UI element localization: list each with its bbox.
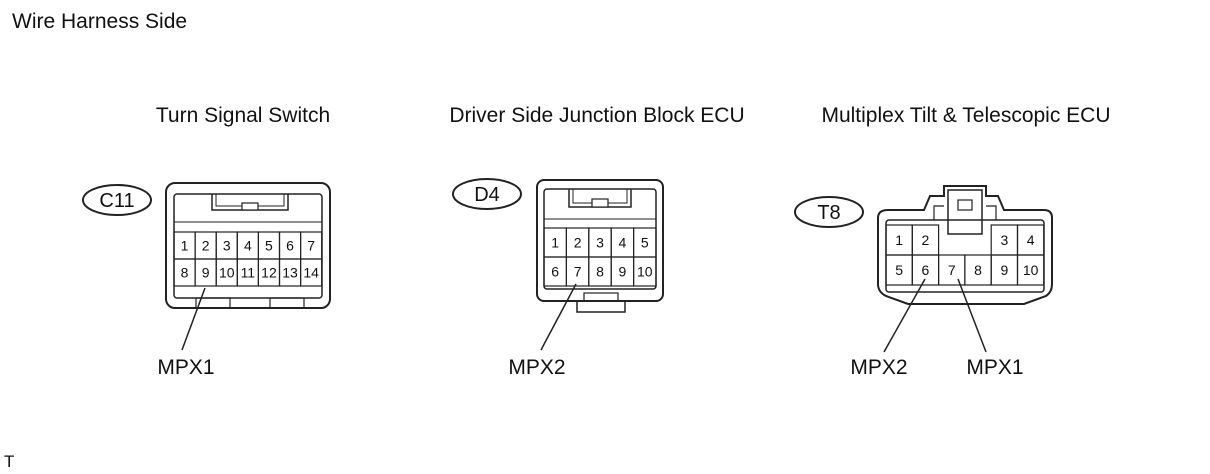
pin-number-d4-6: 6 [551, 264, 559, 280]
pin-number-t8-9: 9 [1000, 262, 1008, 278]
pin-number-d4-1: 1 [551, 235, 559, 251]
connector-id-oval-d4 [452, 178, 522, 210]
pin-number-t8-4: 4 [1027, 232, 1035, 248]
leader-line-t8-mpx2 [883, 278, 926, 353]
connector-housing-c11 [165, 182, 331, 309]
pin-number-c11-1: 1 [181, 238, 189, 254]
signal-label-c11-mpx1: MPX1 [157, 356, 215, 379]
connector-title-d4: Driver Side Junction Block ECU [449, 104, 745, 127]
bottom-tab-left-c11 [195, 297, 231, 309]
pin-number-c11-9: 9 [202, 265, 210, 281]
pin-cell-t8-10 [1016, 254, 1045, 286]
pin-number-d4-8: 8 [596, 264, 604, 280]
pin-number-c11-2: 2 [202, 238, 210, 254]
pin-number-t8-10: 10 [1023, 262, 1039, 278]
connector-id-c11: C11 [99, 190, 134, 212]
pin-number-d4-4: 4 [619, 235, 627, 251]
latch-key-c11 [241, 202, 259, 211]
pin-number-t8-8: 8 [974, 262, 982, 278]
pin-number-d4-9: 9 [619, 264, 627, 280]
leader-line-t8-mpx1 [957, 278, 987, 353]
signal-label-t8-mpx2: MPX2 [850, 356, 908, 379]
bottom-notch-d4 [576, 301, 626, 313]
latch-key-t8 [957, 199, 973, 211]
latch-t8 [947, 189, 983, 235]
pin-number-d4-10: 10 [637, 264, 653, 280]
signal-label-t8-mpx1: MPX1 [966, 356, 1024, 379]
pin-number-t8-5: 5 [895, 262, 903, 278]
bottom-tab-d4 [583, 292, 619, 302]
pin-number-c11-11: 11 [241, 265, 256, 281]
pin-number-c11-14: 14 [303, 265, 319, 281]
pin-number-c11-12: 12 [261, 265, 277, 281]
connector-title-t8: Multiplex Tilt & Telescopic ECU [821, 104, 1111, 127]
pin-number-c11-13: 13 [282, 265, 298, 281]
leader-line-d4-mpx2 [540, 283, 577, 351]
latch-key-d4 [591, 198, 609, 208]
connector-t8: T8 1 2 3 4 5 6 7 8 9 10 [794, 185, 1053, 353]
signal-label-d4-mpx2: MPX2 [508, 356, 566, 379]
bottom-tab-right-c11 [269, 297, 305, 309]
pin-number-t8-1: 1 [895, 232, 903, 248]
pin-number-t8-2: 2 [922, 232, 930, 248]
connector-id-oval-c11 [82, 184, 152, 216]
pin-number-t8-3: 3 [1000, 232, 1008, 248]
page-title: Wire Harness Side [12, 10, 188, 33]
leader-line-c11-mpx1 [181, 287, 206, 351]
pin-number-c11-10: 10 [219, 265, 235, 281]
pin-number-c11-7: 7 [307, 238, 315, 254]
pin-number-t8-7: 7 [948, 262, 956, 278]
connector-id-oval-t8 [794, 196, 864, 228]
pin-number-d4-7: 7 [574, 264, 582, 280]
connector-title-c11: Turn Signal Switch [155, 104, 331, 127]
pin-cell-c11-14 [300, 258, 323, 287]
connector-id-t8: T8 [817, 202, 840, 224]
pin-number-d4-3: 3 [596, 235, 604, 251]
pin-number-c11-8: 8 [181, 265, 189, 281]
footer-mark: T [4, 452, 15, 471]
pin-number-d4-5: 5 [641, 235, 649, 251]
pin-number-c11-3: 3 [223, 238, 231, 254]
pin-number-c11-4: 4 [244, 238, 252, 254]
pin-grid-t8: 1 2 3 4 5 6 7 8 9 10 [885, 224, 1045, 286]
pin-number-d4-2: 2 [574, 235, 582, 251]
shoulder-right-t8 [986, 205, 997, 220]
pin-cell-d4-10 [632, 256, 657, 287]
connector-id-d4: D4 [474, 184, 500, 206]
connector-housing-t8 [877, 185, 1053, 305]
pin-number-c11-5: 5 [265, 238, 273, 254]
shoulder-left-t8 [933, 205, 944, 220]
pin-number-t8-6: 6 [922, 262, 930, 278]
pin-number-c11-6: 6 [286, 238, 294, 254]
